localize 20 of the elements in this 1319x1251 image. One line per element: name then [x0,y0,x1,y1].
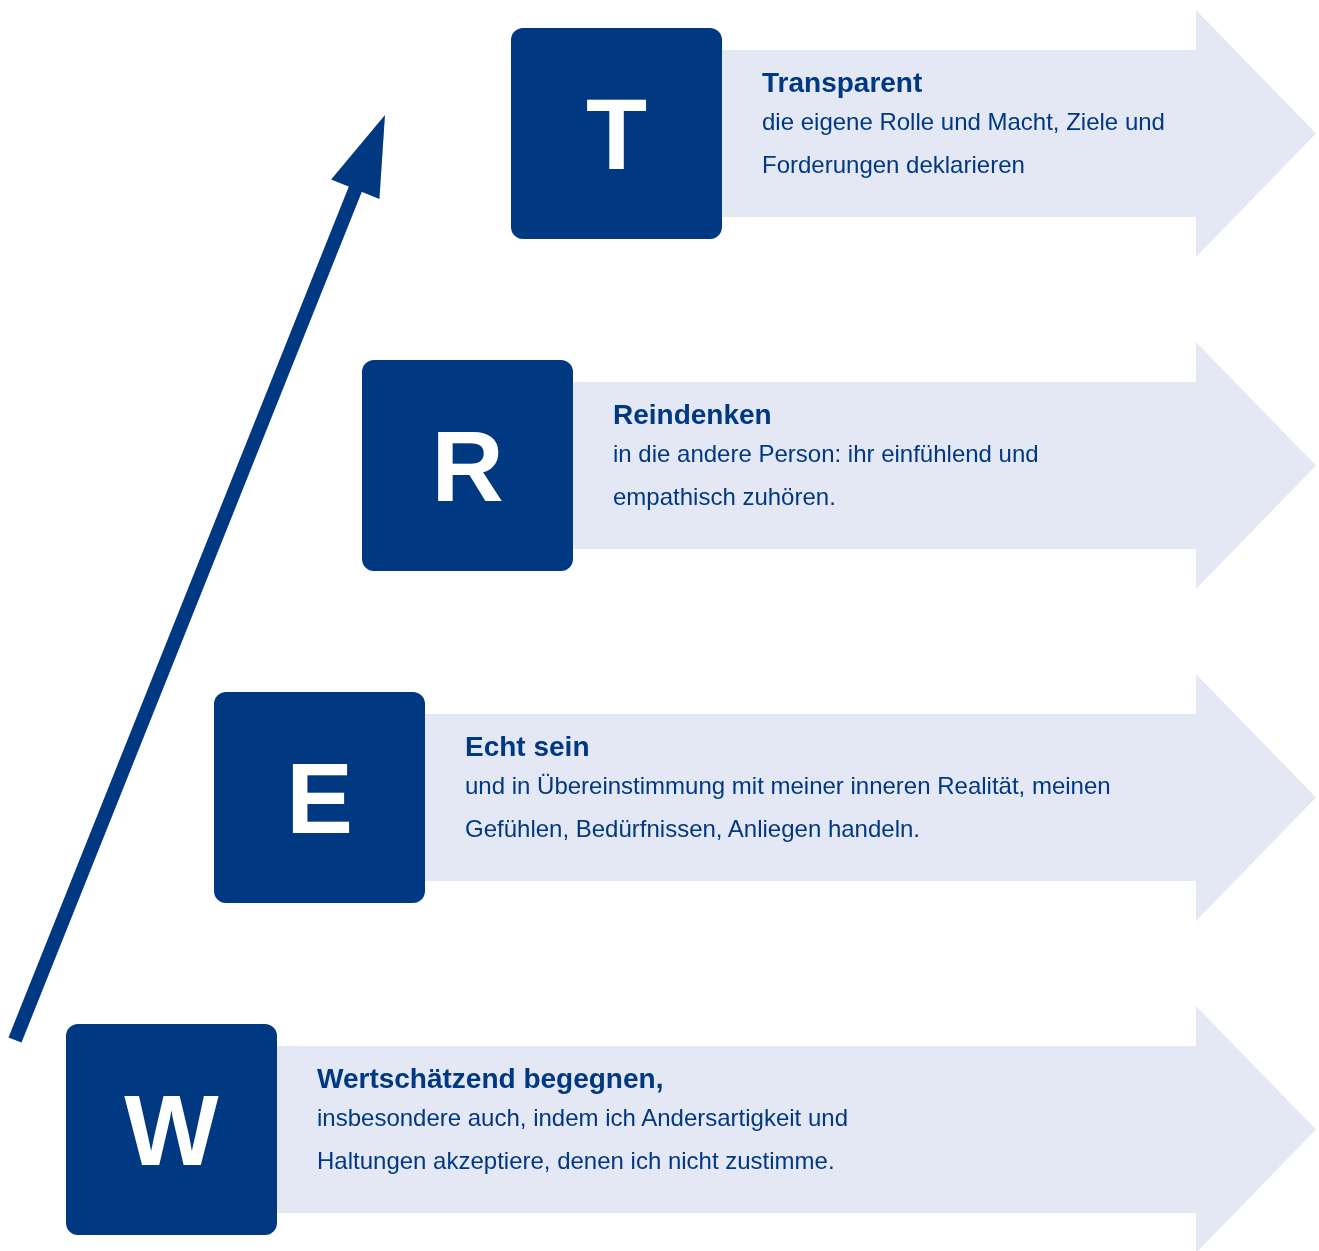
arrow-band [277,1006,1316,1251]
description: die eigene Rolle und Macht, Ziele und Forderungen deklarieren [762,107,1166,180]
letter: E [286,747,353,848]
arrow-band [573,342,1316,589]
heading: Echt sein [465,730,591,764]
arrow-band [425,674,1316,921]
letter-square [511,28,722,239]
letter-square [362,360,573,571]
letter-square [66,1024,277,1235]
letter: T [585,83,648,184]
heading: Reindenken [613,398,773,432]
heading: Transparent [762,66,924,100]
letter-square [214,692,425,903]
arrow-band [722,10,1316,257]
description: in die andere Person: ihr einfühlend und empathisch zuhören. [613,439,1040,512]
letter: W [124,1079,219,1180]
description: und in Übereinstimmung mit meiner inneren Realität, meinen Gefühlen, Bedürfnissen, Anliegen handeln. [465,771,1112,844]
description: insbesondere auch, indem ich Andersartigkeit und Haltungen akzeptiere, denen ich nicht zustimme. [317,1103,849,1176]
heading: Wertschätzend begegnen, [317,1062,665,1096]
letter: R [431,415,504,516]
